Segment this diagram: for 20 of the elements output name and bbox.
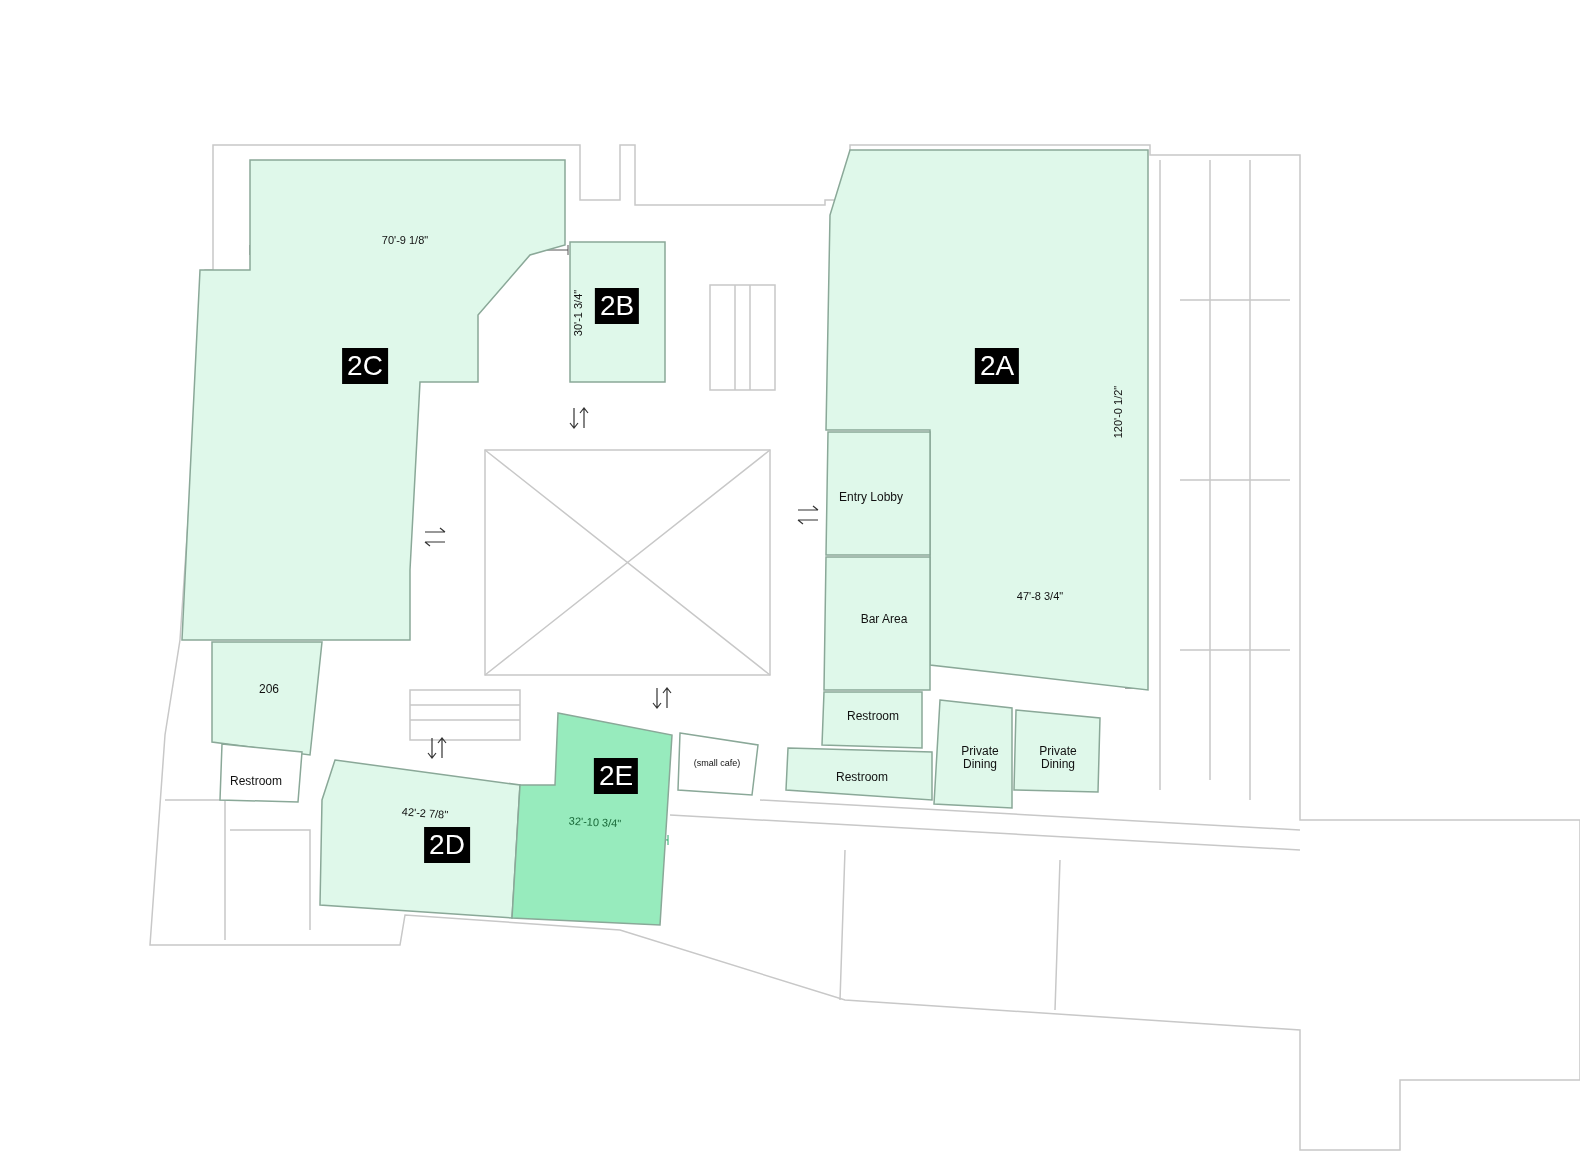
room-label: (small cafe)	[692, 759, 742, 769]
dimension-label: 32'-10 3/4"	[568, 814, 622, 830]
space-label: 2A	[974, 348, 1020, 384]
dimension-label: 30'-1 3/4"	[572, 289, 584, 337]
dimension-label: 70'-9 1/8"	[381, 234, 429, 246]
room-label: Restroom	[229, 775, 283, 789]
dimension-label: 42'-2 7/8"	[401, 805, 449, 821]
space-label: 2C	[342, 348, 388, 384]
space-label: 2D	[424, 827, 470, 863]
room-label: Restroom	[846, 710, 900, 724]
room-label: Private Dining	[960, 744, 1000, 772]
space-label: 2B	[594, 288, 640, 324]
dimension-label: 47'-8 3/4"	[1016, 590, 1064, 602]
dimension-label: 120'-0 1/2"	[1112, 385, 1124, 439]
room-label: Private Dining	[1038, 744, 1078, 772]
room-label: Entry Lobby	[837, 491, 904, 505]
room-label: 206	[258, 683, 280, 697]
room-label: Restroom	[835, 771, 889, 785]
room-label: Bar Area	[859, 613, 909, 627]
space-label: 2E	[593, 758, 639, 794]
